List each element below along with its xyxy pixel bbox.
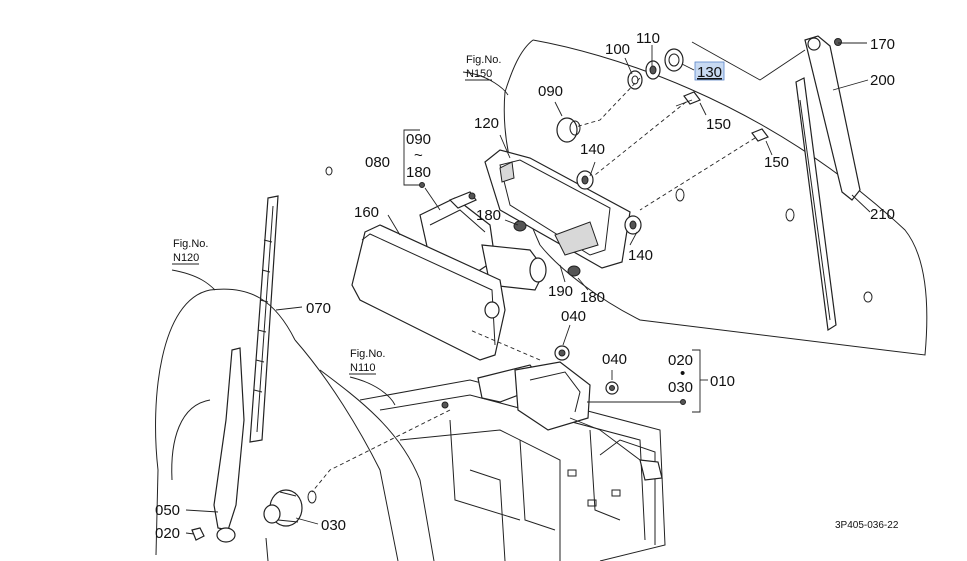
- range-tilde: ~: [414, 147, 423, 164]
- rear-wiper-blade: [795, 77, 837, 332]
- figure-references: Fig.No. N150 Fig.No. N120 Fig.No. N110: [172, 54, 501, 375]
- callout-020: 020: [155, 525, 180, 542]
- fig-ref-n150-code: N150: [466, 68, 492, 80]
- callout-030-range: 030: [668, 379, 693, 396]
- callout-170: 170: [870, 36, 895, 53]
- callout-020-range: 020: [668, 352, 693, 369]
- rear-wiper-arm: [804, 35, 861, 201]
- fig-ref-n120-prefix: Fig.No.: [173, 238, 208, 250]
- callout-050: 050: [155, 502, 180, 519]
- motor-bracket: [484, 149, 631, 269]
- callout-030: 030: [321, 517, 346, 534]
- range-dot: •: [680, 365, 685, 382]
- callout-150-a: 150: [706, 116, 731, 133]
- callout-040-b: 040: [602, 351, 627, 368]
- bolts-150: [594, 91, 769, 211]
- pivot-cap: [263, 489, 317, 527]
- front-wiper-arm: [191, 347, 245, 543]
- callout-150-b: 150: [764, 154, 789, 171]
- callout-160: 160: [354, 204, 379, 221]
- grommet-090: [556, 117, 581, 143]
- callout-210: 210: [870, 206, 895, 223]
- callout-140-a: 140: [580, 141, 605, 158]
- leader-lines: [171, 41, 871, 535]
- callout-110: 110: [636, 30, 660, 47]
- callout-180-b: 180: [580, 289, 605, 306]
- callout-labels: 170 200 210 100 110 130 090 120 150 150 …: [155, 30, 895, 542]
- callout-100: 100: [605, 41, 630, 58]
- grommet-set: [564, 48, 684, 131]
- fig-ref-n110-code: N110: [350, 362, 375, 374]
- spacers-140: [576, 170, 642, 235]
- callout-190: 190: [548, 283, 573, 300]
- callout-080: 080: [365, 154, 390, 171]
- callout-040-a: 040: [561, 308, 586, 325]
- callout-010: 010: [710, 373, 735, 390]
- front-wiper-motor: [441, 345, 663, 481]
- callout-200: 200: [870, 72, 895, 89]
- cab-frame: [359, 379, 666, 561]
- callout-090-range: 090: [406, 131, 431, 148]
- callout-090-top: 090: [538, 83, 563, 100]
- fig-ref-n150-prefix: Fig.No.: [466, 54, 501, 66]
- motor-cover: [351, 224, 506, 361]
- callout-130: 130: [697, 64, 722, 81]
- callout-120: 120: [474, 115, 499, 132]
- fig-ref-n110-prefix: Fig.No.: [350, 348, 385, 360]
- fig-ref-n120-code: N120: [173, 252, 199, 264]
- drawing-code: 3P405-036-22: [835, 520, 899, 531]
- front-wiper-blade: [249, 195, 279, 443]
- callout-180-a: 180: [476, 207, 501, 224]
- callout-130-highlight: [694, 61, 725, 81]
- front-cab-outline: [155, 288, 435, 561]
- callout-070: 070: [306, 300, 331, 317]
- callout-140-b: 140: [628, 247, 653, 264]
- callout-180-range: 180: [406, 164, 431, 181]
